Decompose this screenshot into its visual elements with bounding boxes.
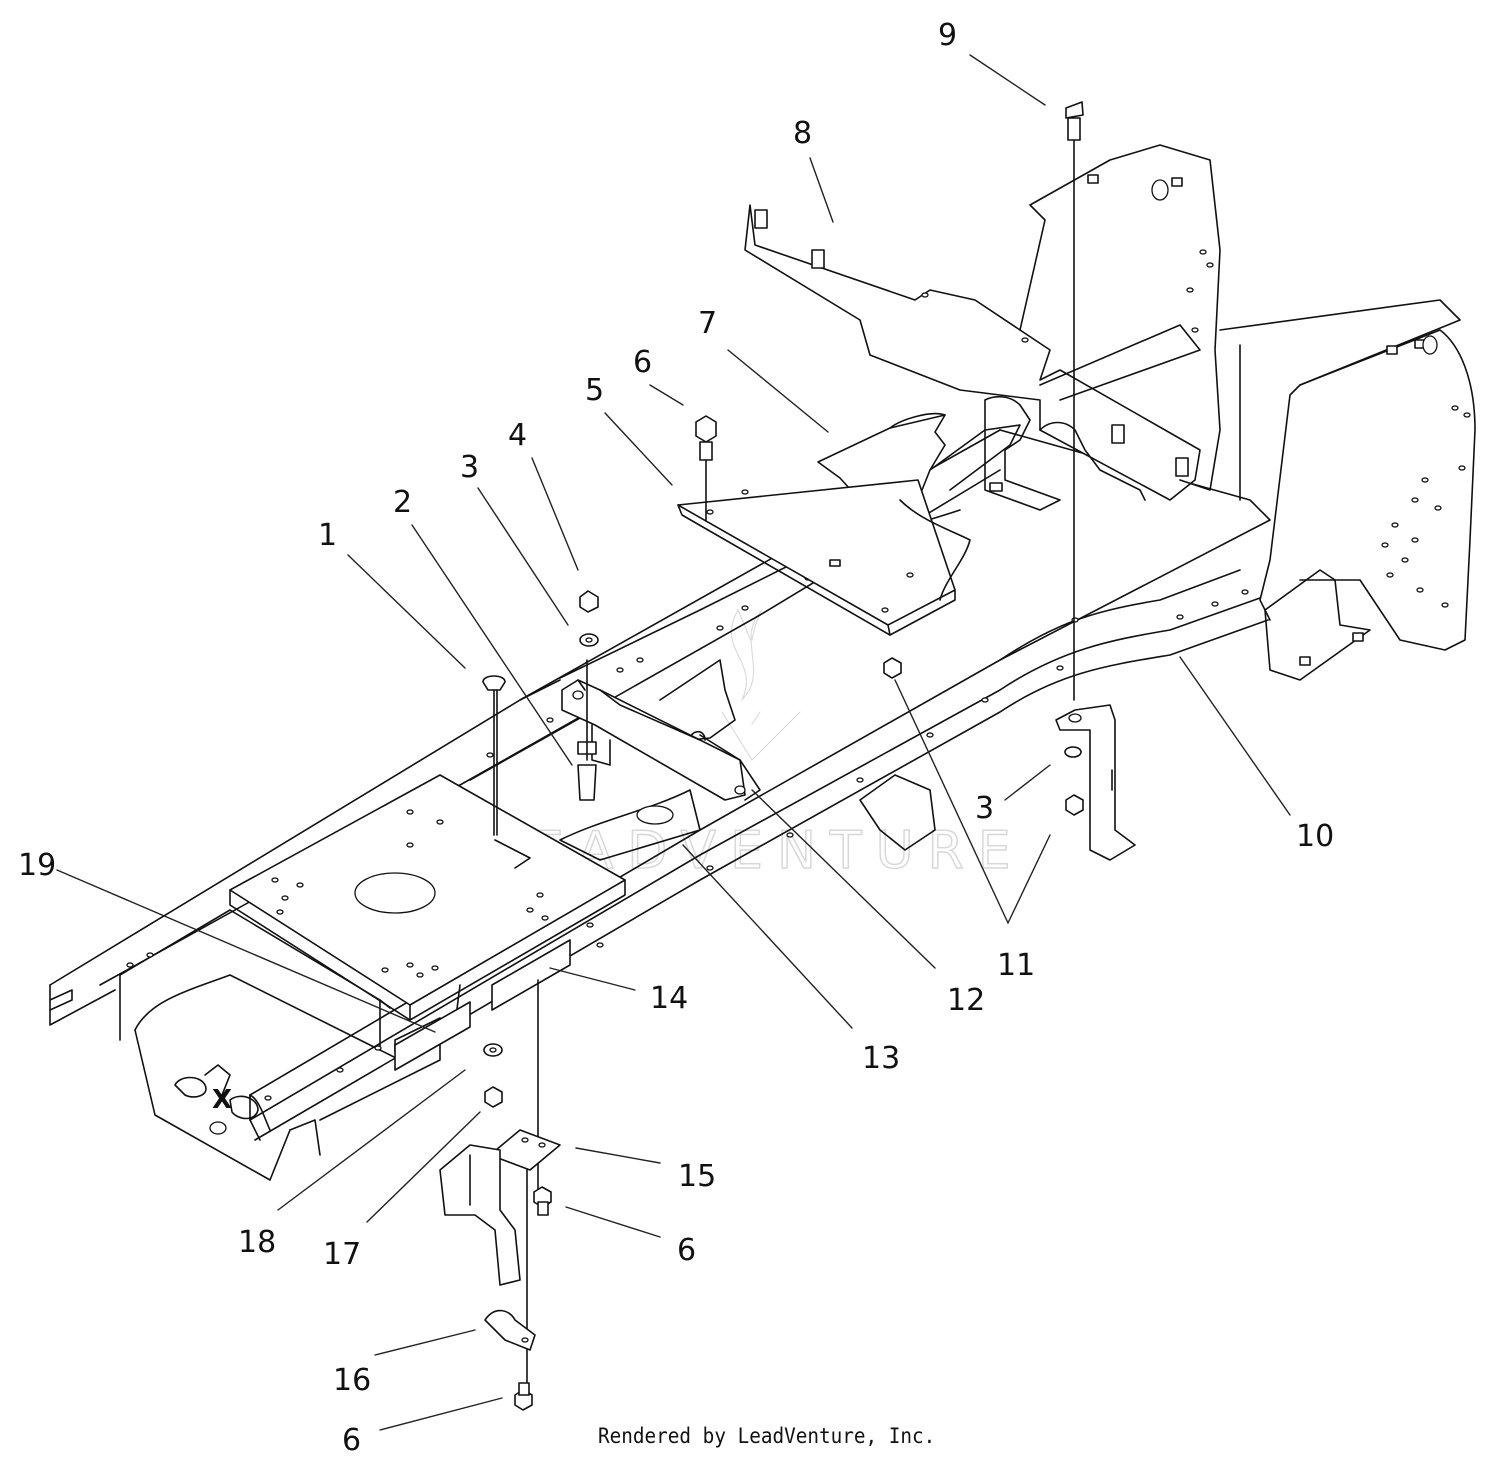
right-fender-support xyxy=(1219,299,1476,681)
callout-6b: 6 xyxy=(677,1233,696,1268)
callout-13: 13 xyxy=(862,1041,900,1076)
callout-11: 11 xyxy=(997,948,1035,983)
hardware-nut-11 xyxy=(883,657,902,679)
hardware-nut-washer-3-4 xyxy=(579,590,599,647)
callout-10: 10 xyxy=(1296,819,1334,854)
hardware-bolts-1-2 xyxy=(482,659,597,836)
part-5-support-plate xyxy=(677,479,971,636)
watermark: LEADVENTURE xyxy=(487,609,1011,882)
callout-16: 16 xyxy=(333,1363,371,1398)
left-fender-support xyxy=(1019,144,1221,491)
callout-9: 9 xyxy=(938,18,957,53)
callouts: 1 2 3 3 4 5 6 6 6 7 8 9 10 11 12 13 14 1… xyxy=(18,18,1334,1458)
callout-4: 4 xyxy=(508,418,527,453)
callout-12: 12 xyxy=(947,983,985,1018)
callout-8: 8 xyxy=(793,116,812,151)
part-8-fender-plate xyxy=(744,204,1201,501)
callout-6c: 6 xyxy=(342,1423,361,1458)
callout-3a: 3 xyxy=(460,450,479,485)
hardware-bolt-6-top xyxy=(695,415,717,521)
callout-19: 19 xyxy=(18,848,56,883)
callout-6a: 6 xyxy=(633,345,652,380)
callout-3b: 3 xyxy=(975,791,994,826)
near-rail-holes xyxy=(264,589,1249,1101)
pedal-linkage xyxy=(561,679,761,801)
callout-15: 15 xyxy=(678,1159,716,1194)
callout-1: 1 xyxy=(318,518,337,553)
rear-axle-housing xyxy=(984,395,1146,511)
main-frame: X xyxy=(49,429,1271,1181)
floor-plate xyxy=(229,774,626,1021)
right-bracket xyxy=(1055,704,1136,861)
callout-5: 5 xyxy=(585,373,604,408)
hardware-bolt-9 xyxy=(1065,101,1084,701)
callout-17: 17 xyxy=(323,1237,361,1272)
callout-2: 2 xyxy=(393,485,412,520)
callout-7: 7 xyxy=(698,306,717,341)
lower-hardware xyxy=(439,979,561,1411)
part-14-plate xyxy=(394,939,571,1071)
leader-lines xyxy=(56,54,1291,1431)
credit-line: Rendered by LeadVenture, Inc. xyxy=(598,1424,936,1448)
frame-mark: X xyxy=(212,1085,232,1115)
near-side-rail xyxy=(249,984,461,1141)
callout-14: 14 xyxy=(650,981,688,1016)
callout-18: 18 xyxy=(238,1225,276,1260)
